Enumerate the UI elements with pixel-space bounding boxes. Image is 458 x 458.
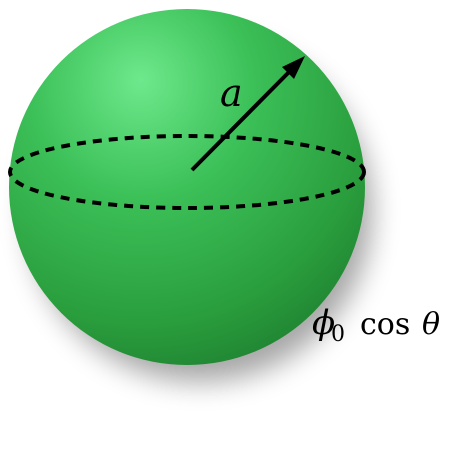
- radius-label: a: [220, 71, 243, 115]
- potential-symbol: ϕ: [312, 303, 335, 343]
- radius-arrowhead: [282, 56, 305, 79]
- potential-variable: θ: [422, 307, 440, 342]
- sphere: [9, 9, 365, 365]
- potential-subscript: 0: [331, 322, 345, 347]
- potential-label: ϕ 0 cos θ: [312, 303, 440, 347]
- radius-arrow: [190, 66, 295, 172]
- potential-function: cos: [360, 307, 410, 342]
- equator-dashed-ellipse: [8, 134, 366, 210]
